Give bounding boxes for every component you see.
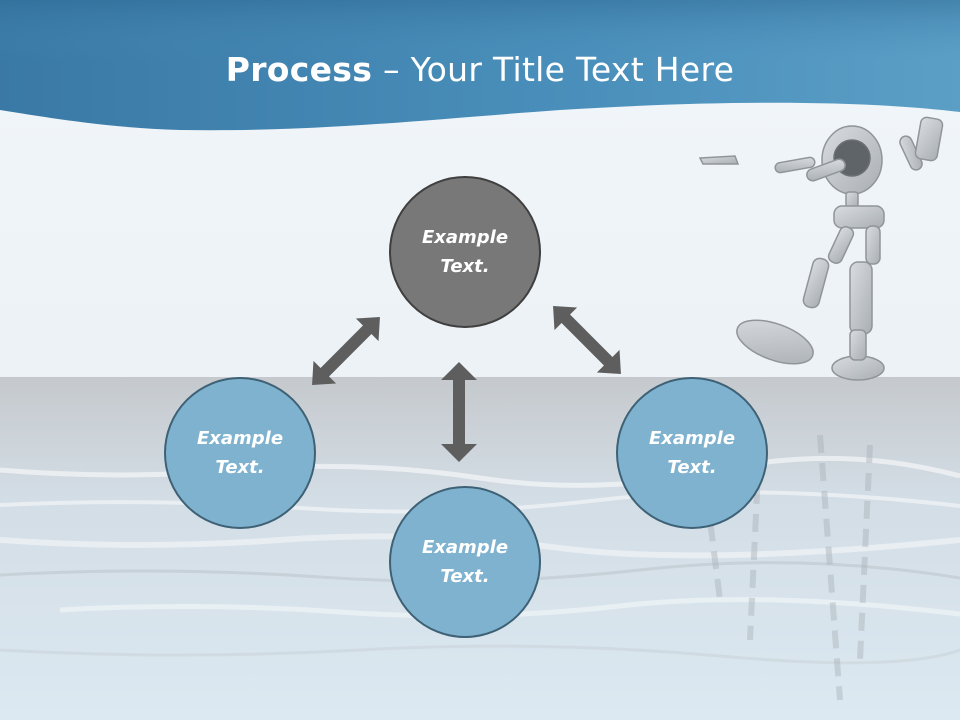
node-text-line1: Example	[196, 428, 284, 449]
node-text-line1: Example	[421, 537, 509, 558]
node-text-line2: Text.	[440, 566, 490, 587]
node-text-line2: Text.	[440, 256, 490, 277]
node-text-line2: Text.	[667, 457, 717, 478]
process-node-right[interactable]: Example Text.	[616, 377, 768, 529]
robot-illustration-icon	[698, 116, 944, 381]
node-text-line2: Text.	[215, 457, 265, 478]
process-node-bottom[interactable]: Example Text.	[389, 486, 541, 638]
process-node-top[interactable]: Example Text.	[389, 176, 541, 328]
title-dash: –	[372, 50, 411, 89]
node-text-line1: Example	[648, 428, 736, 449]
title-rest: Your Title Text Here	[410, 50, 735, 89]
process-node-left[interactable]: Example Text.	[164, 377, 316, 529]
title-bold: Process	[225, 50, 373, 89]
node-text-line1: Example	[421, 227, 509, 248]
slide-title: Process – Your Title Text Here	[0, 50, 960, 89]
